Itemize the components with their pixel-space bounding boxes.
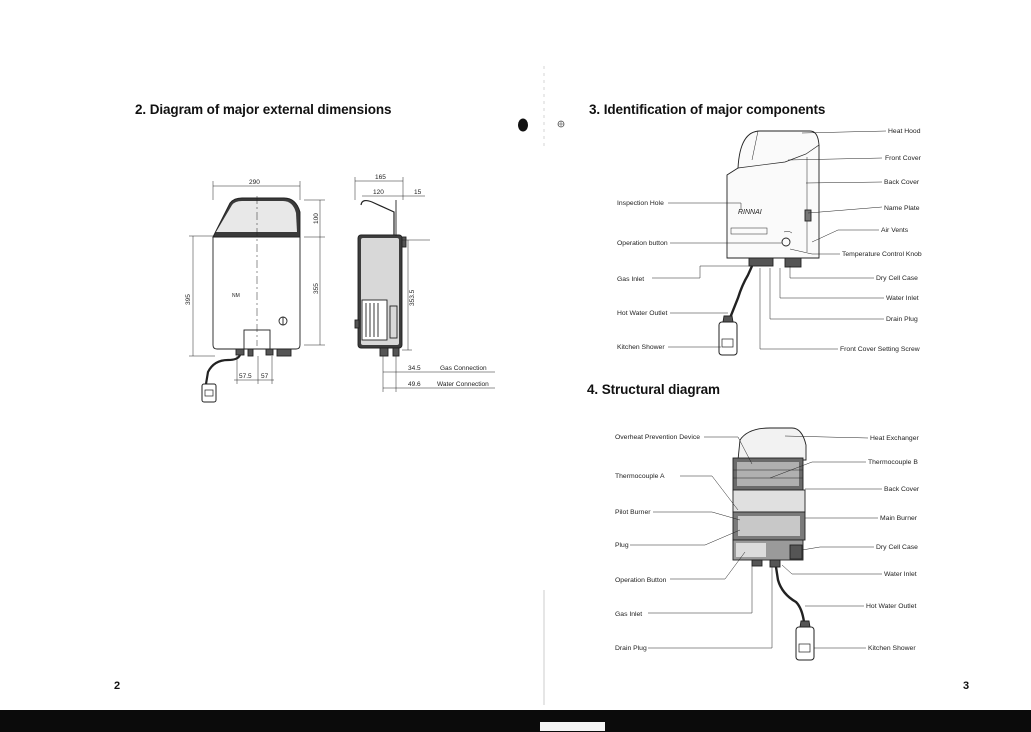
section-2-heading: 2. Diagram of major external dimensions bbox=[135, 102, 392, 117]
dim-355: 355 bbox=[313, 283, 320, 294]
label-name-plate: Name Plate bbox=[884, 205, 920, 212]
section-3-heading: 3. Identification of major components bbox=[589, 102, 826, 117]
registration-dot-icon bbox=[518, 118, 528, 132]
dim-width: 290 bbox=[249, 179, 260, 186]
label-hot-water-outlet: Hot Water Outlet bbox=[617, 310, 667, 317]
dim-gas-value: 34.5 bbox=[408, 365, 421, 372]
label-operation-button-structure: Operation Button bbox=[615, 577, 667, 584]
label-gas-inlet: Gas Inlet bbox=[617, 276, 644, 283]
label-dry-cell-case: Dry Cell Case bbox=[876, 275, 918, 282]
label-water-inlet-structure: Water Inlet bbox=[884, 571, 917, 578]
label-plug: Plug bbox=[615, 542, 629, 549]
section-4-heading: 4. Structural diagram bbox=[587, 382, 720, 397]
structural-heater-illustration bbox=[732, 427, 815, 661]
component-heater-illustration bbox=[718, 130, 820, 356]
label-dry-cell-case-structure: Dry Cell Case bbox=[876, 544, 918, 551]
label-operation-button: Operation button bbox=[617, 240, 668, 247]
dim-57-5: 57.5 bbox=[239, 373, 252, 380]
label-water-inlet: Water Inlet bbox=[886, 295, 919, 302]
scan-edge-strip bbox=[540, 722, 605, 731]
side-view-dimension-lines bbox=[354, 177, 495, 392]
label-front-cover-setting-screw: Front Cover Setting Screw bbox=[840, 346, 920, 353]
label-overheat-prevention-device: Overheat Prevention Device bbox=[615, 434, 700, 441]
dim-120: 120 bbox=[373, 189, 384, 196]
label-back-cover: Back Cover bbox=[884, 179, 920, 186]
dim-353-5: 353.5 bbox=[409, 289, 416, 306]
label-temperature-control-knob: Temperature Control Knob bbox=[842, 251, 922, 258]
dim-57: 57 bbox=[261, 373, 269, 380]
structural-leader-lines bbox=[630, 435, 882, 649]
label-hot-water-outlet-structure: Hot Water Outlet bbox=[866, 603, 916, 610]
page-number-left: 2 bbox=[114, 680, 121, 692]
heater-brand-badge: RINNAI bbox=[738, 209, 762, 216]
dim-15: 15 bbox=[414, 189, 422, 196]
label-pilot-burner: Pilot Burner bbox=[615, 509, 651, 516]
label-thermocouple-b: Thermocouple B bbox=[868, 459, 918, 466]
label-heat-hood: Heat Hood bbox=[888, 128, 921, 135]
label-gas-inlet-structure: Gas Inlet bbox=[615, 611, 642, 618]
dim-100: 100 bbox=[313, 213, 320, 224]
label-kitchen-shower: Kitchen Shower bbox=[617, 344, 665, 351]
scan-bottom-edge bbox=[0, 710, 1031, 732]
front-view-heater bbox=[201, 196, 301, 403]
page-number-right: 3 bbox=[963, 680, 970, 692]
component-leader-lines bbox=[652, 130, 887, 350]
dim-395: 395 bbox=[185, 294, 192, 305]
side-view-heater bbox=[354, 199, 407, 357]
structural-labels-right: Heat Exchanger Thermocouple B Back Cover… bbox=[866, 435, 920, 652]
structural-labels-left: Overheat Prevention Device Thermocouple … bbox=[615, 434, 700, 652]
dim-water-label: Water Connection bbox=[437, 381, 489, 388]
label-inspection-hole: Inspection Hole bbox=[617, 200, 664, 207]
label-heat-exchanger: Heat Exchanger bbox=[870, 435, 919, 442]
component-labels-right: Heat Hood Front Cover Back Cover Name Pl… bbox=[840, 128, 922, 353]
page-fold bbox=[518, 66, 565, 705]
label-air-vents: Air Vents bbox=[881, 227, 909, 234]
front-view-dimension-lines bbox=[189, 181, 325, 384]
label-thermocouple-a: Thermocouple A bbox=[615, 473, 665, 480]
label-front-cover: Front Cover bbox=[885, 155, 922, 162]
label-back-cover-structure: Back Cover bbox=[884, 486, 920, 493]
dim-water-value: 49.6 bbox=[408, 381, 421, 388]
dim-gas-label: Gas Connection bbox=[440, 365, 487, 372]
label-drain-plug-structure: Drain Plug bbox=[615, 645, 647, 652]
front-badge: NM bbox=[232, 293, 240, 299]
dim-depth: 165 bbox=[375, 174, 386, 181]
label-kitchen-shower-structure: Kitchen Shower bbox=[868, 645, 916, 652]
component-labels-left: Inspection Hole Operation button Gas Inl… bbox=[617, 200, 668, 351]
label-main-burner: Main Burner bbox=[880, 515, 918, 522]
label-drain-plug: Drain Plug bbox=[886, 316, 918, 323]
